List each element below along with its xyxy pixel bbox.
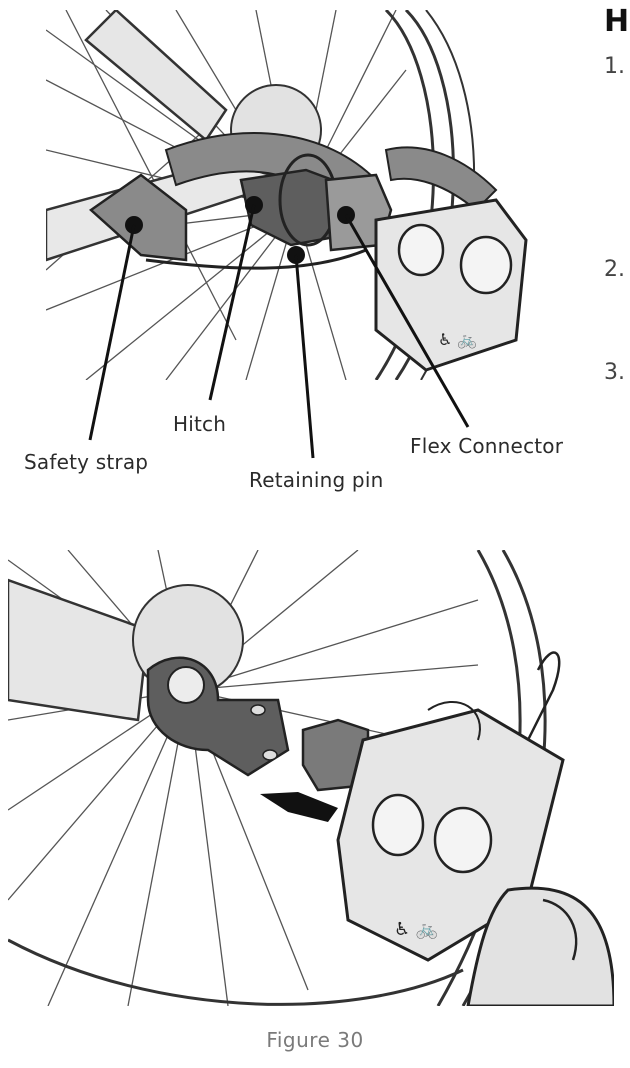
hitch-drawing-bottom: ♿ 🚲 xyxy=(8,550,614,1006)
svg-text:♿ 🚲: ♿ 🚲 xyxy=(438,330,477,349)
section-heading-fragment: H xyxy=(604,4,630,39)
hitch-illustration-top: ♿ 🚲 xyxy=(46,10,534,380)
hitch-illustration-bottom: ♿ 🚲 xyxy=(8,550,614,1006)
figure-caption: Figure 30 xyxy=(266,1028,364,1052)
step-number-2: 2. xyxy=(604,257,625,282)
svg-text:♿ 🚲: ♿ 🚲 xyxy=(394,919,438,940)
callout-hitch: Hitch xyxy=(173,412,227,436)
hitch-drawing-top: ♿ 🚲 xyxy=(46,10,534,380)
callout-retaining-pin: Retaining pin xyxy=(249,468,384,492)
step-number-3: 3. xyxy=(604,360,625,385)
step-number-1: 1. xyxy=(604,54,625,79)
callout-safety-strap: Safety strap xyxy=(24,450,149,474)
callout-leaders xyxy=(88,204,470,459)
callout-flex-connector: Flex Connector xyxy=(410,434,564,458)
